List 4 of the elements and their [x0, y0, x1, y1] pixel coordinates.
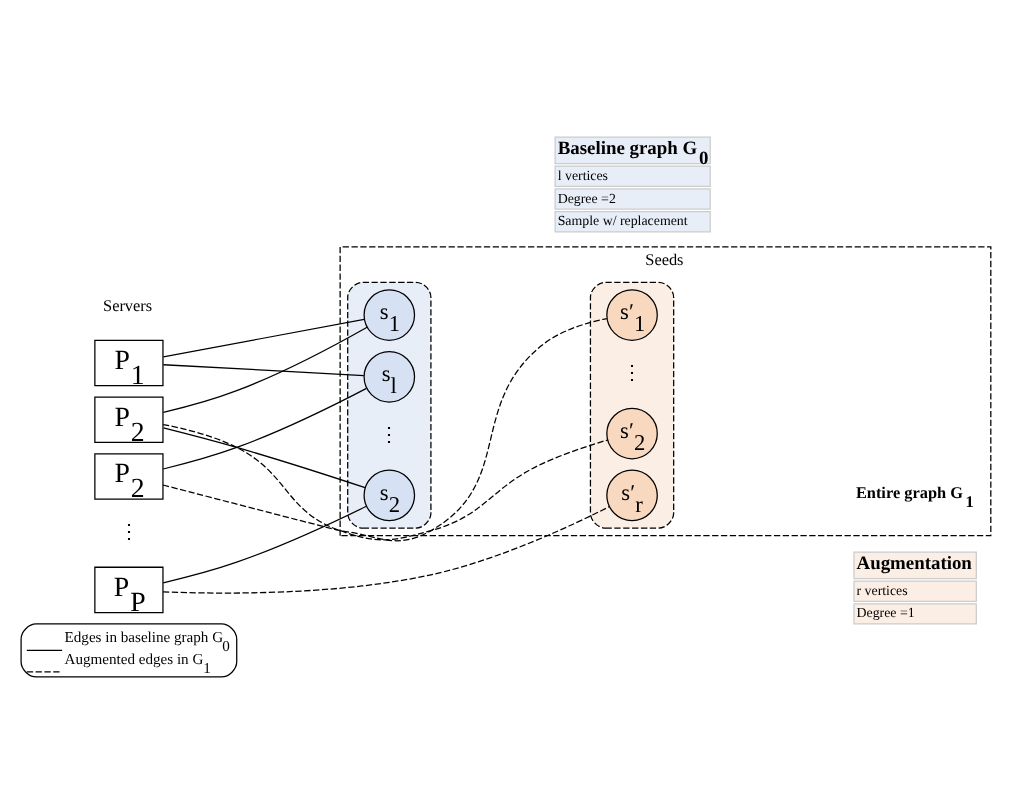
label: ⋮	[118, 521, 139, 544]
node-label: Augmentation	[856, 554, 972, 575]
label: ⋮	[379, 424, 400, 447]
label: ⋮	[621, 363, 642, 386]
